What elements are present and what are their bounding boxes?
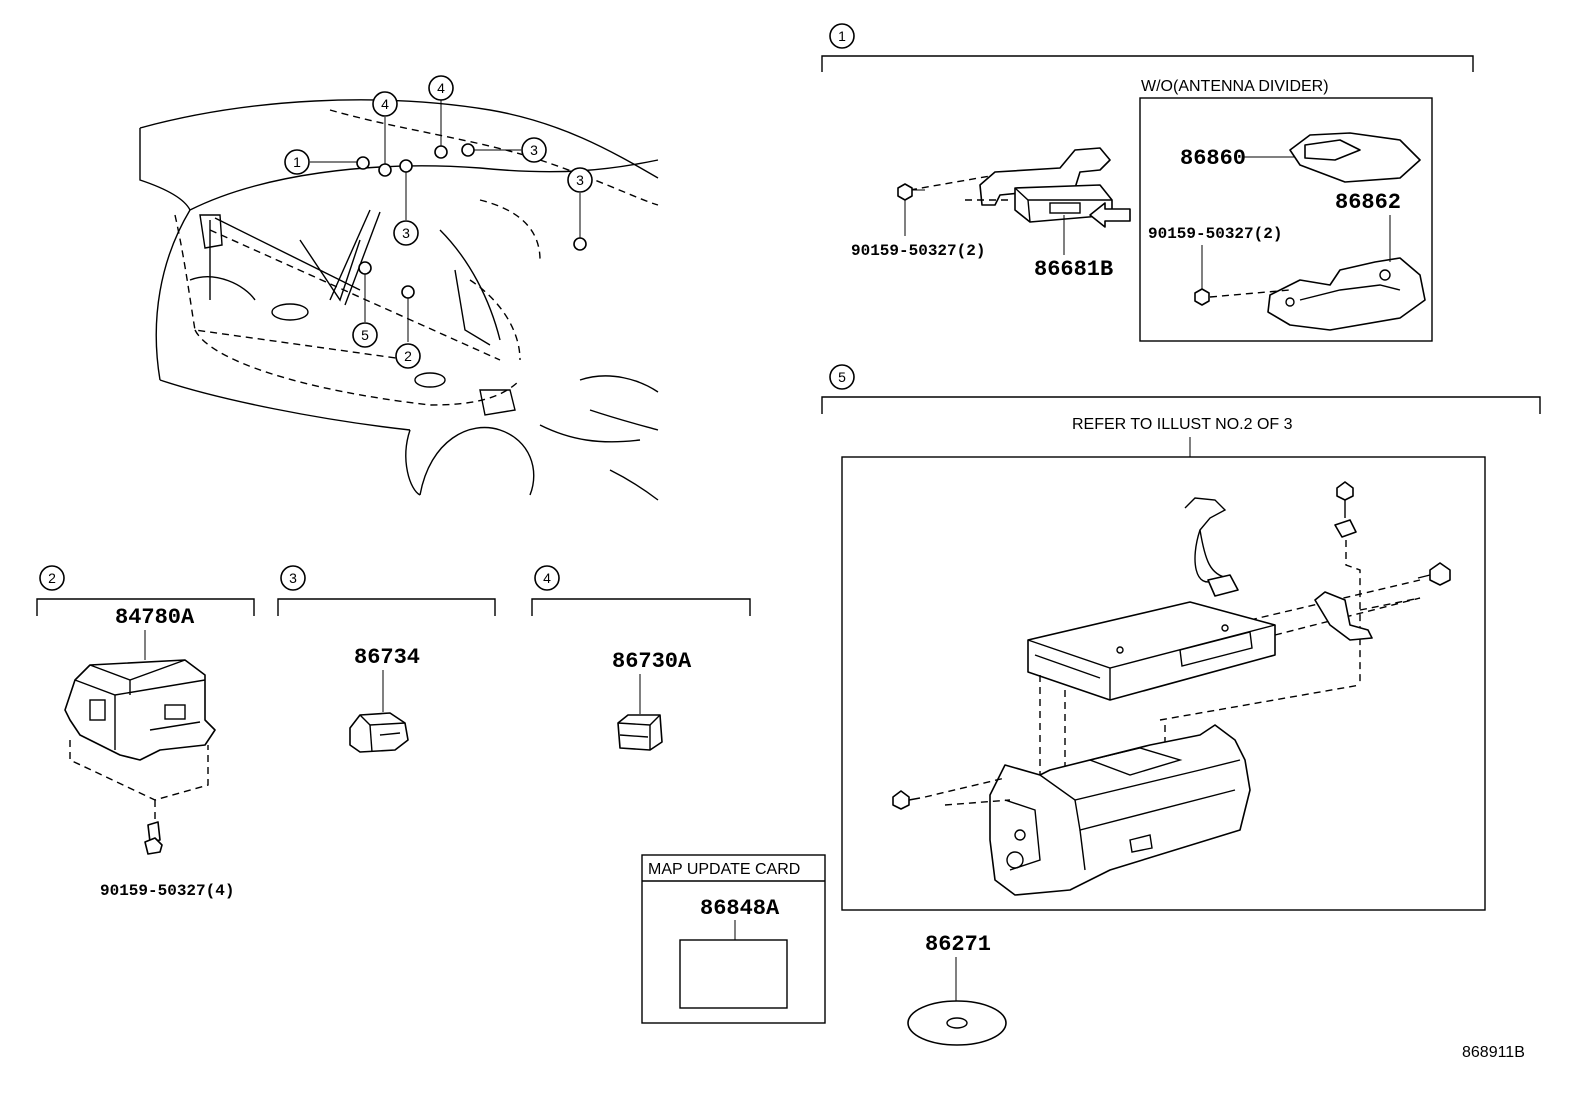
callout-4: 4	[437, 80, 445, 96]
group-1-callout: 1	[838, 28, 846, 44]
callout-3: 3	[402, 225, 410, 241]
screw-part-number-box: 90159-50327(2)	[1148, 225, 1282, 243]
screw-part-number: 90159-50327(2)	[851, 242, 985, 260]
group-2-callout: 2	[48, 570, 56, 586]
group-5-callout: 5	[838, 369, 846, 385]
screw-part-number-4: 90159-50327(4)	[100, 882, 234, 900]
group-3: 3 86734	[277, 565, 496, 753]
callout-3: 3	[576, 172, 584, 188]
navigation-computer-part	[1027, 601, 1276, 701]
part-86734: 86734	[354, 645, 420, 670]
part-86860: 86860	[1180, 146, 1246, 171]
part-86271: 86271	[925, 932, 991, 957]
antenna-module-part	[64, 659, 216, 761]
group-4: 4 86730A	[531, 565, 751, 751]
part-86730A: 86730A	[612, 649, 692, 674]
part-86862: 86862	[1335, 190, 1401, 215]
bolt-icon	[1194, 245, 1210, 306]
antenna-amplifier-part	[1243, 132, 1421, 183]
part-86681B: 86681B	[1034, 257, 1113, 282]
screw-icon	[1417, 562, 1451, 586]
wo-antenna-divider-box	[1139, 97, 1433, 342]
group-2: 2 84780A 90159-50327(4)	[36, 565, 255, 900]
part-84780A: 84780A	[115, 605, 195, 630]
group-5: 5 REFER TO ILLUST NO.2 OF 3	[821, 364, 1541, 911]
arrow-left-icon	[1089, 202, 1131, 228]
vehicle-callouts: 1 4 4 3 3 3 5 2	[284, 75, 593, 369]
map-update-card-group: MAP UPDATE CARD 86848A	[641, 854, 826, 1024]
screw-icon	[1334, 481, 1357, 538]
navigation-unit-box	[841, 456, 1486, 911]
group-3-callout: 3	[289, 570, 297, 586]
callout-1: 1	[293, 154, 301, 170]
map-update-card-label: MAP UPDATE CARD	[648, 861, 800, 878]
navigation-chassis-part	[989, 724, 1251, 896]
disc-group: 86271	[907, 932, 1007, 1046]
wo-antenna-divider-label: W/O(ANTENNA DIVIDER)	[1141, 78, 1329, 95]
group-4-callout: 4	[543, 570, 551, 586]
part-86848A: 86848A	[700, 896, 780, 921]
group-1: 1 90159-50327(2) 86681B W/O(ANTENNA DIVI…	[821, 23, 1474, 342]
screw-icon	[892, 790, 921, 810]
drawing-number: 868911B	[1462, 1044, 1525, 1061]
callout-5: 5	[361, 327, 369, 343]
microphone-part	[349, 712, 409, 753]
refer-to-illust-label: REFER TO ILLUST NO.2 OF 3	[1072, 416, 1293, 433]
screw-icon	[144, 821, 163, 855]
bracket-part	[1267, 215, 1426, 331]
antenna-divider-part	[979, 147, 1113, 255]
map-card-part	[679, 939, 788, 1009]
bolt-icon	[897, 183, 925, 236]
disc-part	[907, 1000, 1007, 1046]
callout-4: 4	[381, 96, 389, 112]
callout-2: 2	[404, 348, 412, 364]
speaker-part	[617, 714, 663, 751]
callout-3: 3	[530, 142, 538, 158]
vehicle-cutaway	[139, 99, 659, 501]
